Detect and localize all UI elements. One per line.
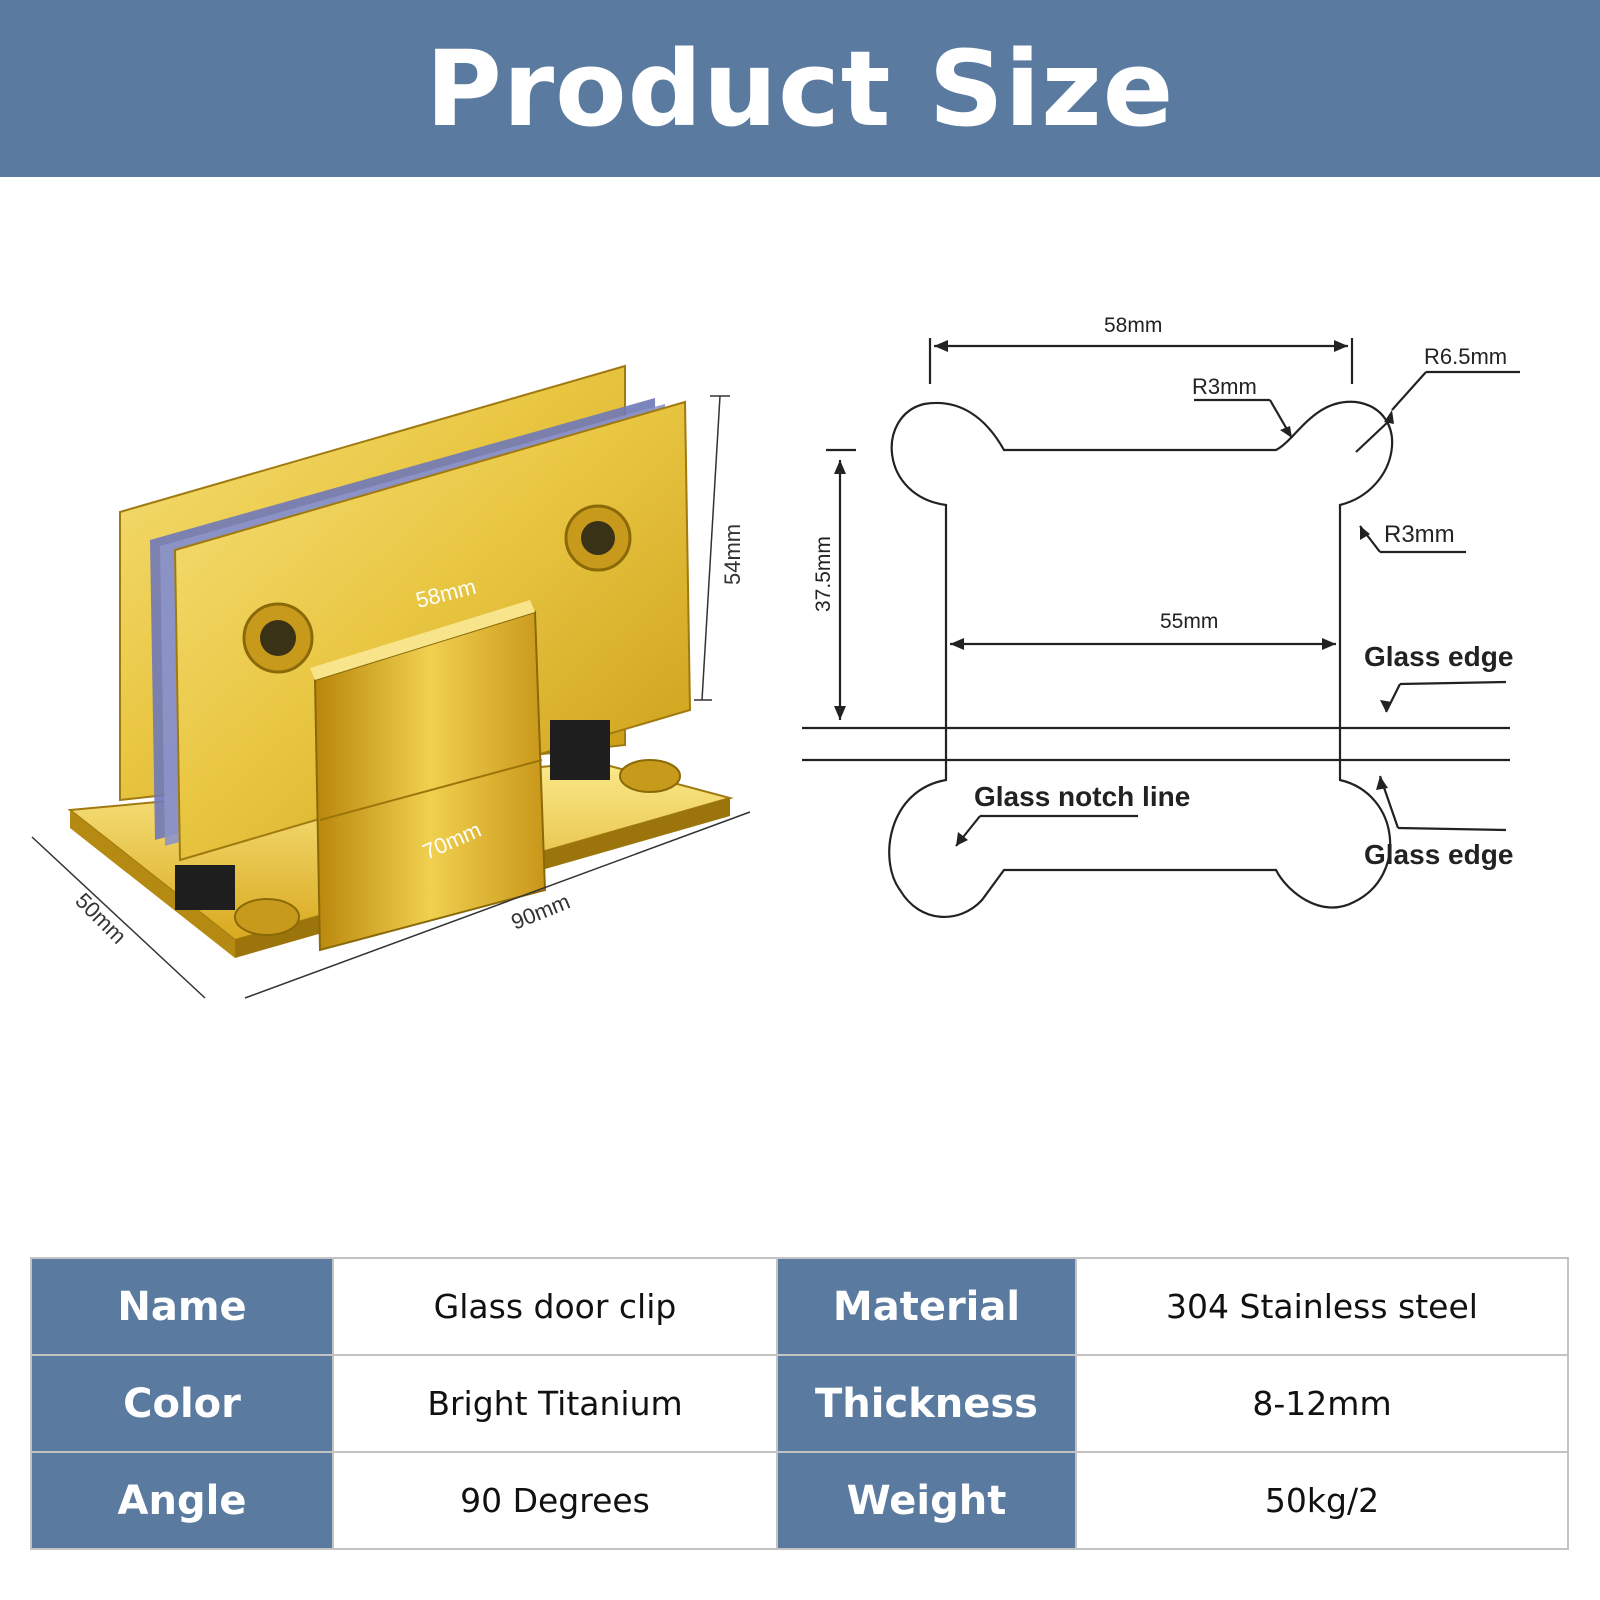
header-banner: Product Size (0, 0, 1600, 177)
spec-value-material: 304 Stainless steel (1075, 1257, 1569, 1356)
spec-value-weight: 50kg/2 (1075, 1451, 1569, 1550)
dim-50mm: 50mm (70, 888, 131, 949)
dim-55mm: 55mm (1160, 610, 1218, 633)
spec-value-color: Bright Titanium (332, 1354, 778, 1453)
label-r6-5mm: R6.5mm (1424, 344, 1507, 369)
label-r3mm-side: R3mm (1384, 521, 1455, 548)
dim-37-5mm: 37.5mm (812, 536, 835, 612)
spec-row: Name Glass door clip Material 304 Stainl… (30, 1257, 1569, 1356)
spec-row: Color Bright Titanium Thickness 8-12mm (30, 1354, 1569, 1453)
spec-key-thickness: Thickness (776, 1354, 1077, 1453)
label-glass-edge-bottom: Glass edge (1364, 839, 1513, 870)
spec-value-angle: 90 Degrees (332, 1451, 778, 1550)
label-r3mm-top: R3mm (1192, 374, 1257, 399)
cutout-drawing: 58mm R6.5mm R3mm R3mm 37.5mm 55mm Glass … (802, 314, 1520, 919)
spec-value-name: Glass door clip (332, 1257, 778, 1356)
label-glass-notch-line: Glass notch line (974, 781, 1190, 812)
dim-54mm: 54mm (720, 524, 745, 585)
spec-value-thickness: 8-12mm (1075, 1354, 1569, 1453)
cutout-outline (888, 400, 1394, 919)
spec-row: Angle 90 Degrees Weight 50kg/2 (30, 1451, 1569, 1550)
label-glass-edge-top: Glass edge (1364, 641, 1513, 672)
spec-key-color: Color (30, 1354, 334, 1453)
spec-key-weight: Weight (776, 1451, 1077, 1550)
page-title: Product Size (425, 27, 1175, 150)
spec-key-angle: Angle (30, 1451, 334, 1550)
spec-table: Name Glass door clip Material 304 Stainl… (30, 1257, 1569, 1550)
product-image: 54mm 58mm 70mm 90mm 50mm (31, 364, 751, 999)
spec-key-name: Name (30, 1257, 334, 1356)
dim-58mm-drawing: 58mm (1104, 314, 1162, 337)
spec-key-material: Material (776, 1257, 1077, 1356)
